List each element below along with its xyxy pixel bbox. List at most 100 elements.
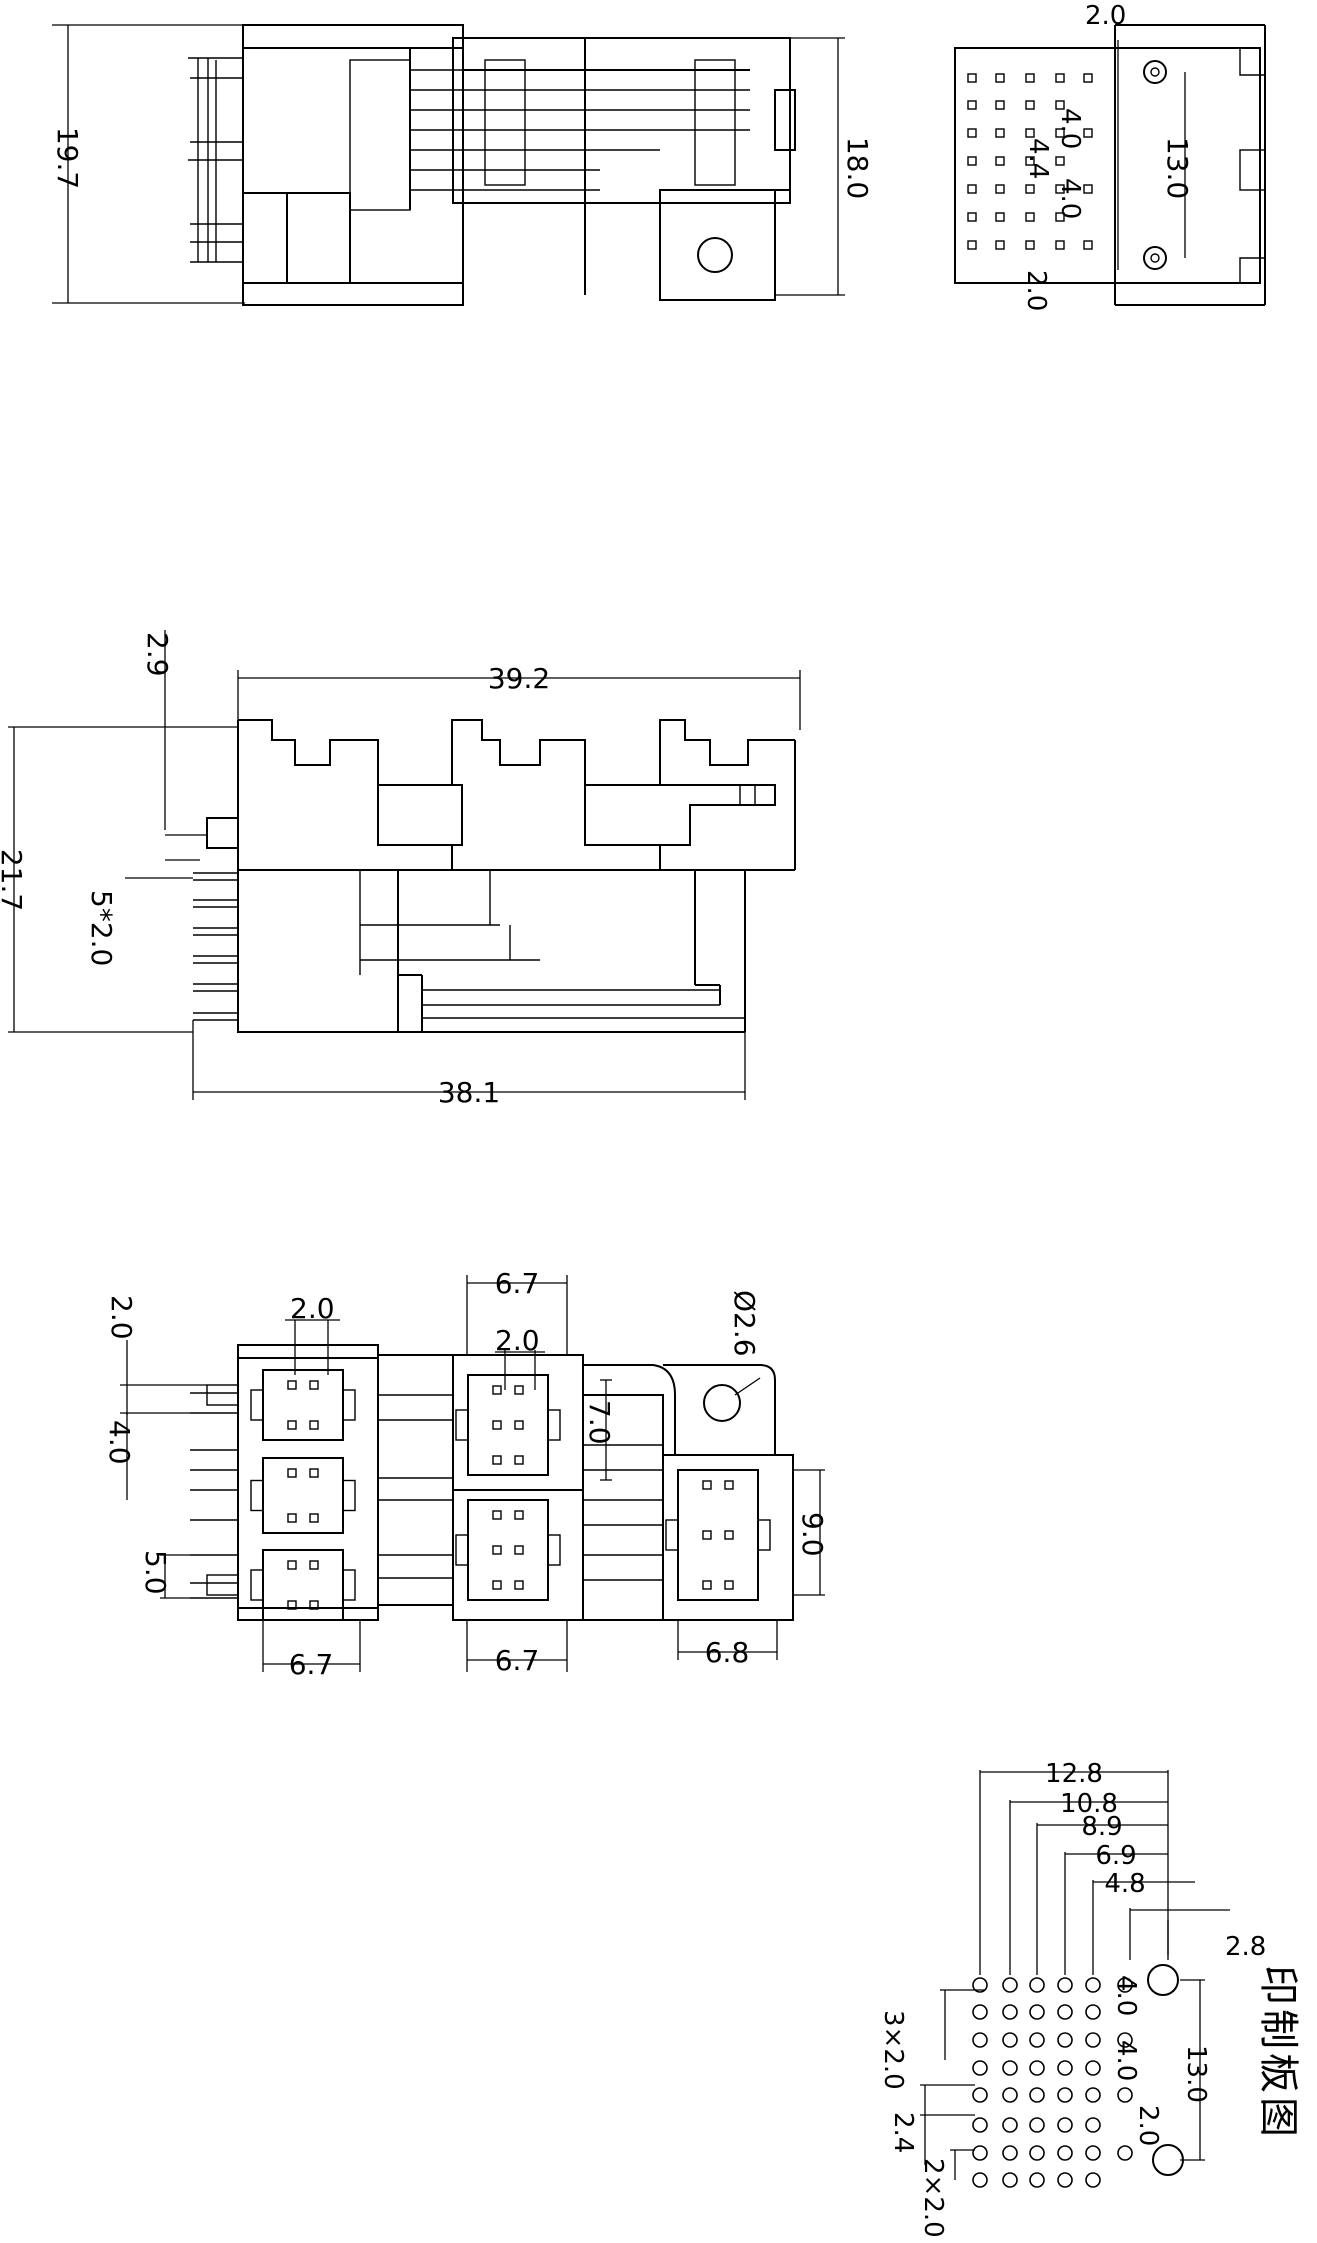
module-pin (287, 1600, 297, 1610)
connector-module (677, 1469, 759, 1601)
end-pin (1055, 240, 1065, 250)
pcb-hole (1057, 2004, 1073, 2020)
pcb-hole (1057, 2060, 1073, 2076)
end-pin (995, 73, 1005, 83)
module-latch (342, 1389, 356, 1421)
end-pitch-a: 4.0 (1055, 108, 1085, 149)
top-pitch-left: 2.0 (105, 1295, 138, 1340)
top-view-pins (190, 1384, 239, 1599)
pcb-d1: 12.8 (1045, 1759, 1103, 1789)
pcb-hole (1029, 2117, 1045, 2133)
top-width-d: 6.8 (705, 1636, 750, 1669)
module-pin (514, 1545, 524, 1555)
dim-body-height: 18.0 (841, 137, 874, 199)
pcb-hole (1085, 2145, 1101, 2161)
module-pin (702, 1580, 712, 1590)
pcb-hole (1085, 2087, 1101, 2103)
module-pin (492, 1580, 502, 1590)
pcb-hole (1117, 1977, 1133, 1993)
end-view: 2.0 4.0 4.4 4.0 2.0 13.0 (954, 1, 1266, 311)
module-pin (309, 1380, 319, 1390)
end-pitch-c: 4.0 (1055, 178, 1085, 219)
module-pin (702, 1480, 712, 1490)
front-offset: 2.9 (141, 632, 174, 677)
pcb-d5: 4.8 (1104, 1869, 1145, 1899)
pcb-hole (1029, 2145, 1045, 2161)
pcb-hole-grid (972, 1977, 1133, 2188)
end-pin (967, 73, 977, 83)
pcb-d4: 6.9 (1095, 1841, 1136, 1871)
pcb-hole (1002, 2060, 1018, 2076)
module-pin (702, 1530, 712, 1540)
module-pin (287, 1513, 297, 1523)
pcb-hole (972, 2087, 988, 2103)
pcb-hole (1057, 1977, 1073, 1993)
pcb-hole (1057, 2117, 1073, 2133)
end-pin (1025, 128, 1035, 138)
end-view-pins (967, 73, 1093, 250)
pcb-d3: 8.9 (1081, 1812, 1122, 1842)
pcb-d6: 2.8 (1225, 1932, 1266, 1962)
pcb-g1: 3×2.0 (878, 2010, 908, 2090)
front-pin-pitch: 5*2.0 (85, 890, 118, 966)
end-pin (967, 240, 977, 250)
end-pin (1025, 240, 1035, 250)
pcb-hole (1002, 2117, 1018, 2133)
pcb-hole (1085, 1977, 1101, 1993)
pcb-g2: 2.4 (888, 2112, 918, 2153)
module-latch (342, 1479, 356, 1512)
pcb-hole (1002, 2087, 1018, 2103)
pcb-hole (1085, 2004, 1101, 2020)
pcb-d2: 10.8 (1060, 1789, 1118, 1819)
end-pin (1025, 184, 1035, 194)
pcb-hole (972, 2060, 988, 2076)
module-latch (547, 1409, 561, 1441)
pcb-hole (972, 1977, 988, 1993)
pcb-hole (1117, 2032, 1133, 2048)
connector-module (262, 1369, 344, 1441)
module-pin (492, 1510, 502, 1520)
front-height: 21.7 (0, 849, 28, 911)
pcb-hole (1002, 2032, 1018, 2048)
pcb-hole (1002, 1977, 1018, 1993)
pcb-hole (1057, 2087, 1073, 2103)
top-width-b: 6.7 (289, 1648, 334, 1681)
module-pin (492, 1420, 502, 1430)
pcb-hole (1057, 2172, 1073, 2188)
module-latch (455, 1534, 469, 1566)
pcb-hole (1029, 1977, 1045, 1993)
module-latch (455, 1409, 469, 1441)
end-pin (1083, 73, 1093, 83)
module-latch (250, 1389, 264, 1421)
connector-module (262, 1457, 344, 1534)
module-pin (724, 1530, 734, 1540)
module-pin (287, 1468, 297, 1478)
pcb-hole (1057, 2032, 1073, 2048)
end-pin (1025, 156, 1035, 166)
front-pins (193, 872, 238, 1021)
module-pin (514, 1385, 524, 1395)
pcb-hole (1029, 2172, 1045, 2188)
pcb-hole (1117, 2145, 1133, 2161)
pcb-hole (1057, 2145, 1073, 2161)
pcb-hole (1085, 2117, 1101, 2133)
pcb-hole (1029, 2004, 1045, 2020)
end-pin (1055, 184, 1065, 194)
front-view: 39.2 (0, 630, 801, 1109)
end-pin (967, 100, 977, 110)
end-pin (1083, 128, 1093, 138)
top-hole-dia: Ø2.6 (728, 1290, 761, 1357)
module-pin (309, 1513, 319, 1523)
end-pin (995, 240, 1005, 250)
module-latch (342, 1569, 356, 1601)
pcb-title: 印制板图 (1255, 1965, 1301, 2141)
module-pin (514, 1510, 524, 1520)
pcb-hole (1002, 2004, 1018, 2020)
end-pin (1025, 73, 1035, 83)
module-latch (250, 1569, 264, 1601)
side-pins (188, 57, 243, 263)
module-pin (287, 1560, 297, 1570)
connector-module (467, 1374, 549, 1476)
pcb-hole (972, 2032, 988, 2048)
end-pin (995, 212, 1005, 222)
